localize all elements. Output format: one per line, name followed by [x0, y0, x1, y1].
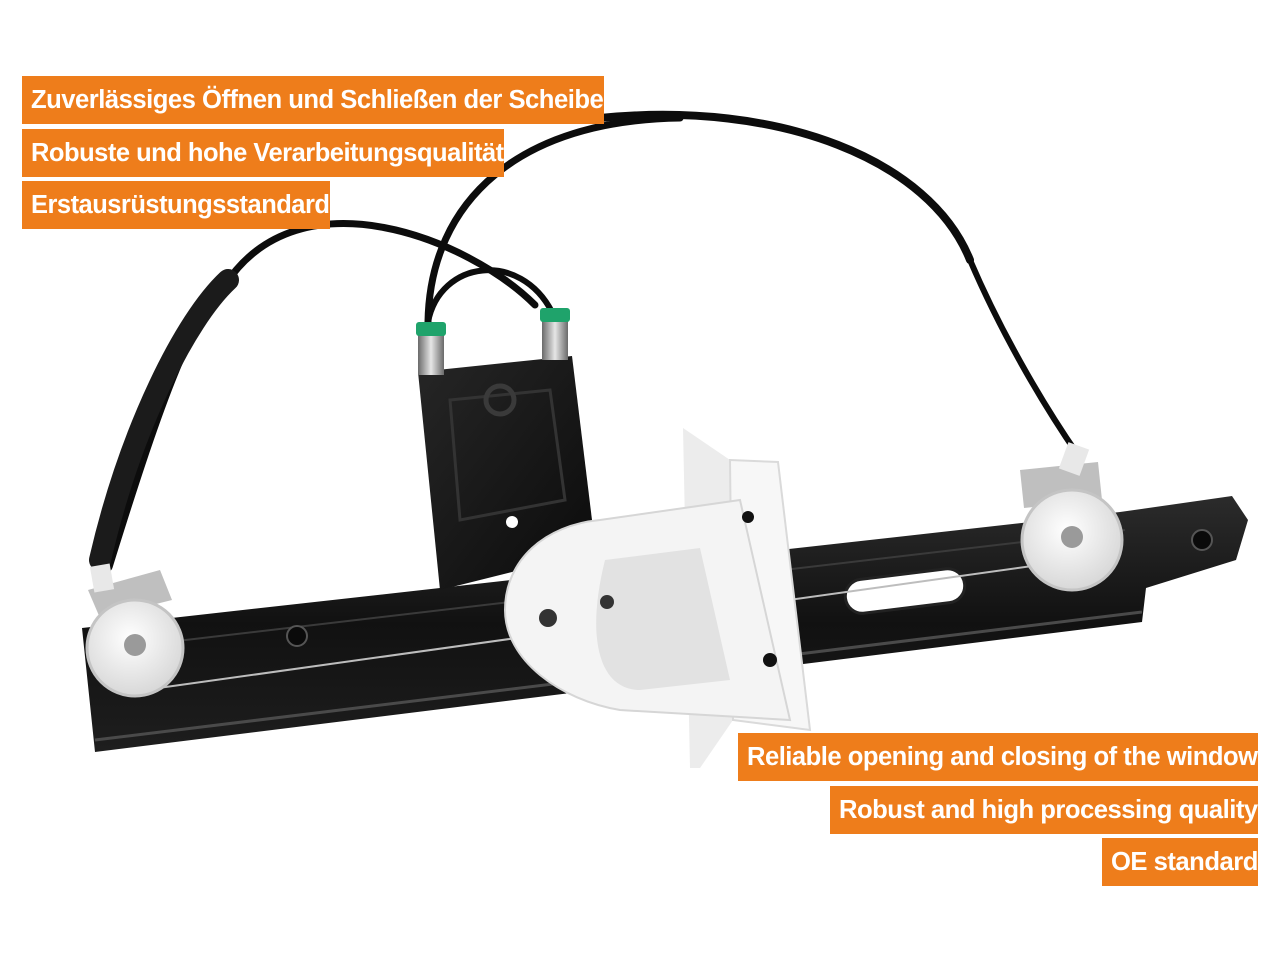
right-pulley [1020, 442, 1124, 592]
feature-label-en-reliable: Reliable opening and closing of the wind… [738, 733, 1258, 781]
cable-sleeve [89, 269, 239, 571]
mounting-plate [418, 356, 592, 590]
feature-label-de-quality: Robuste und hohe Verarbeitungsqualität [22, 129, 504, 177]
cable-tension-springs [416, 308, 570, 375]
feature-label-de-reliable: Zuverlässiges Öffnen und Schließen der S… [22, 76, 604, 124]
feature-label-en-oe-standard: OE standard [1102, 838, 1258, 886]
glass-carrier [503, 428, 812, 768]
left-pulley [85, 563, 185, 698]
feature-label-de-oe-standard: Erstausrüstungsstandard [22, 181, 330, 229]
feature-label-en-quality: Robust and high processing quality [830, 786, 1258, 834]
